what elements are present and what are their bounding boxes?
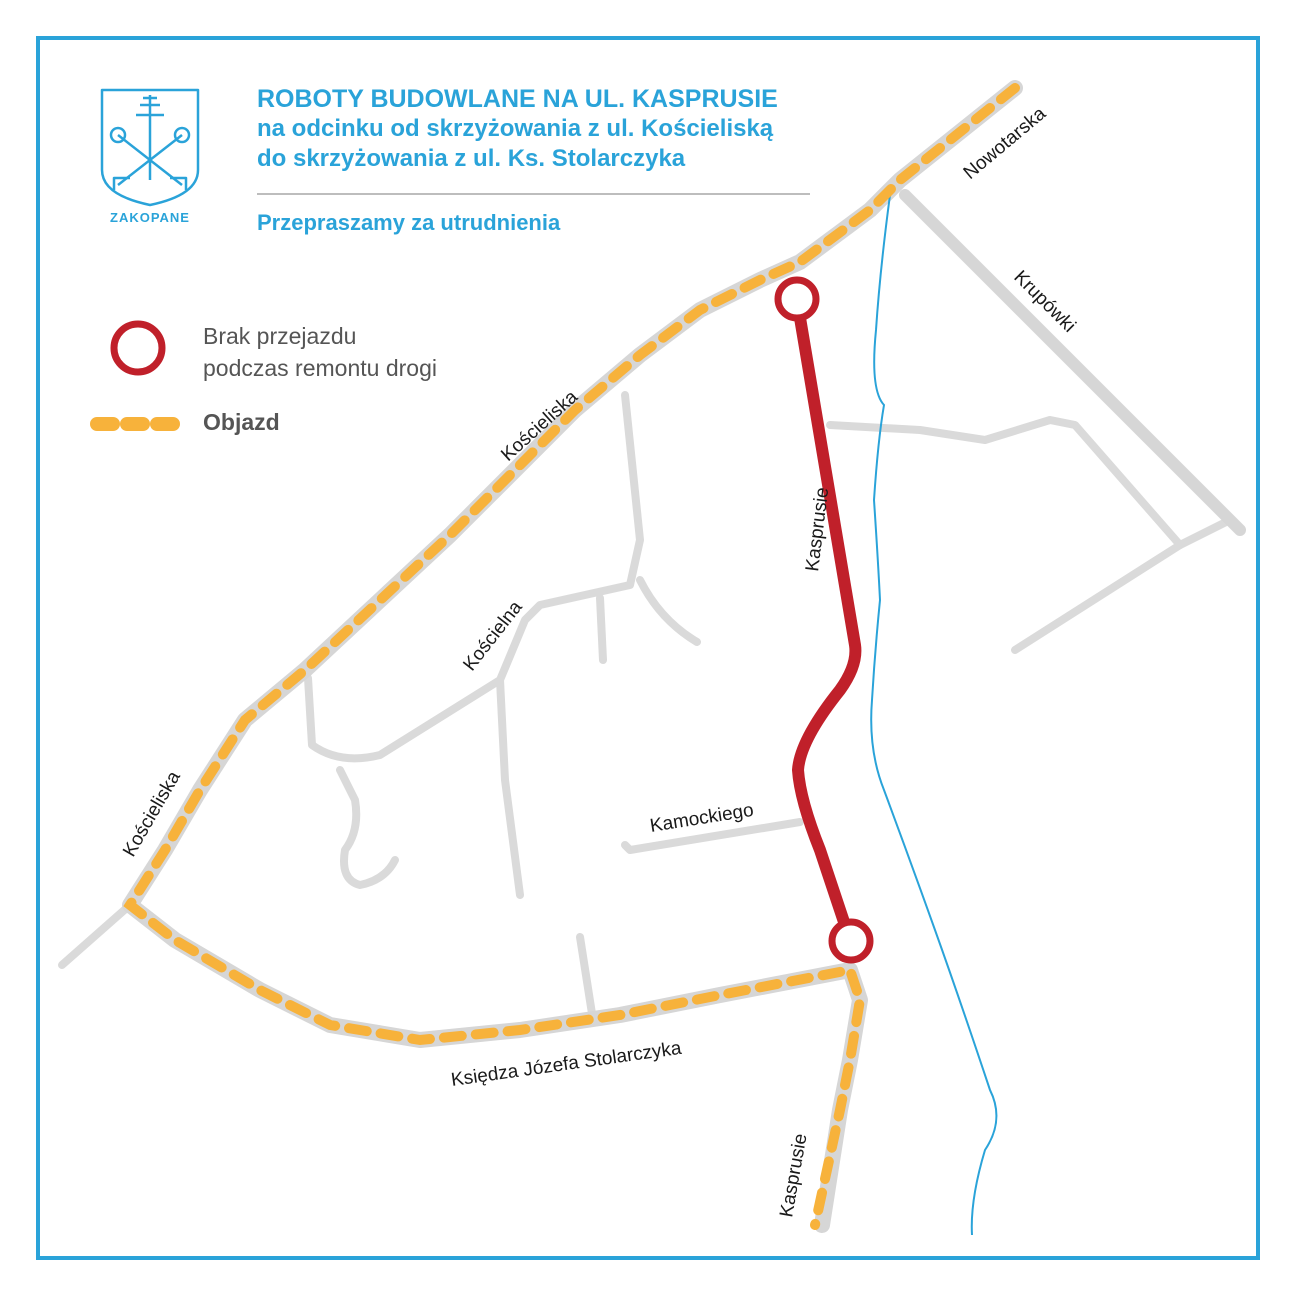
legend-closure-line-1: Brak przejazdu (203, 323, 357, 349)
logo-label: ZAKOPANE (110, 210, 190, 225)
legend-closure-line-2: podczas remontu drogi (203, 355, 437, 381)
koscielna-street (304, 391, 644, 763)
closure-marker-south (828, 918, 874, 964)
east-street-b (1011, 541, 1184, 654)
page-subtitle: Przepraszamy za utrudnienia (257, 210, 561, 235)
title-line-3: do skrzyżowania z ul. Ks. Stolarczyka (257, 145, 686, 172)
map-frame (36, 36, 1260, 1260)
label-kasprusie-bottom: Kasprusie (776, 1132, 811, 1219)
label-stolarczyka: Księdza Józefa Stolarczyka (450, 1038, 683, 1091)
kamockiego-street (621, 818, 804, 854)
zakopane-coat-of-arms-icon (100, 88, 200, 207)
title-line-2: na odcinku od skrzyżowania z ul. Kościel… (257, 115, 774, 142)
closed-kasprusie-section (791, 294, 862, 946)
legend-closure-icon (110, 320, 166, 376)
side-street-a (596, 594, 607, 664)
koscielna-branch (496, 676, 524, 899)
minor-streets (58, 391, 1234, 1024)
detour-route (123, 83, 1020, 1230)
stub-street (576, 933, 597, 1024)
page-title: ROBOTY BUDOWLANE NA UL. KASPRUSIE na odc… (257, 84, 778, 174)
closure-marker-north (774, 276, 820, 322)
east-street-c (1176, 516, 1234, 549)
east-street (826, 416, 1184, 549)
legend-closure-label: Brak przejazdu podczas remontu drogi (203, 320, 437, 384)
river (870, 194, 998, 1236)
koscieliska-tail (58, 901, 134, 969)
koscielna-loop (336, 766, 399, 889)
krupowki-street (899, 189, 1246, 536)
title-line-1: ROBOTY BUDOWLANE NA UL. KASPRUSIE (257, 85, 778, 113)
header-divider (257, 193, 810, 195)
legend-detour-label: Objazd (203, 409, 280, 435)
label-kasprusie-mid: Kasprusie (802, 486, 833, 572)
side-street-b (636, 576, 701, 646)
